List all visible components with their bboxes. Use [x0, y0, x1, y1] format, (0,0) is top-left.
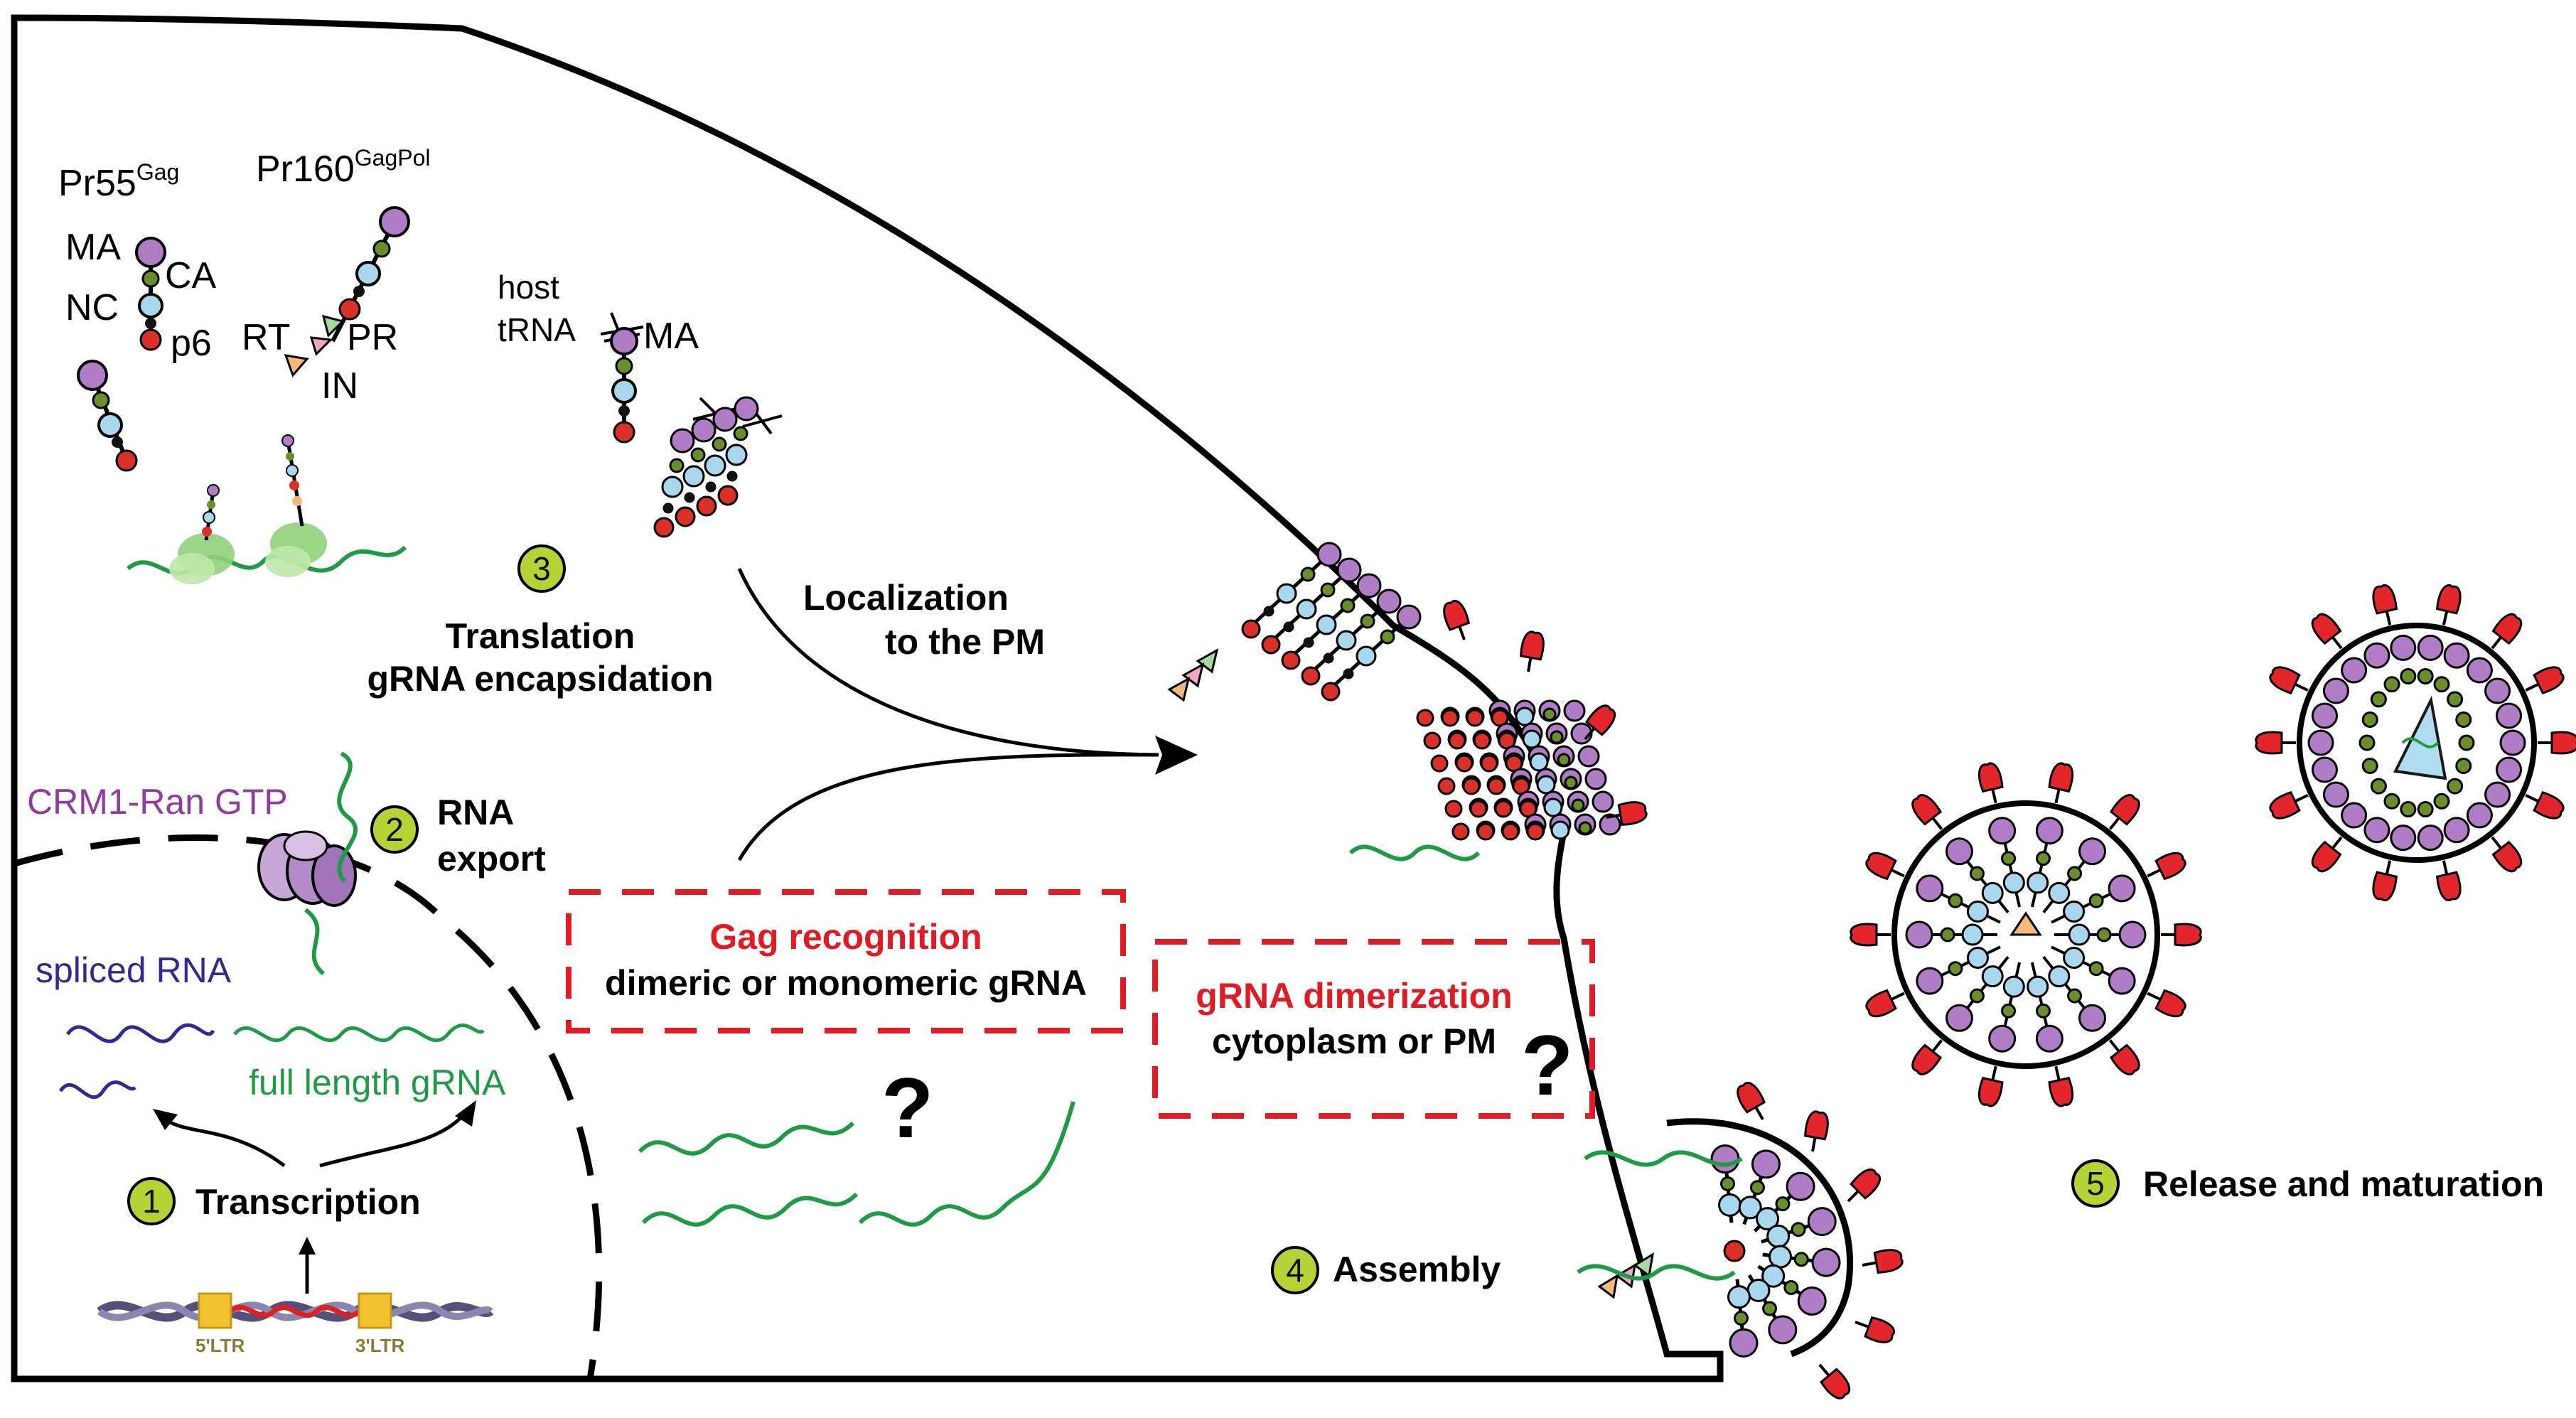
release-maturation-label: Release and maturation — [2143, 1164, 2544, 1204]
grna-dimerization-title: gRNA dimerization — [1196, 976, 1512, 1016]
grna-monomer — [858, 1101, 1075, 1227]
assembly-grna — [1577, 1150, 1743, 1281]
grna-dimerization-box — [1152, 939, 1595, 1119]
host-label: host — [498, 269, 559, 306]
translation-label: Translation — [446, 616, 635, 656]
nuclear-pore-crm1-icon — [257, 830, 357, 907]
gRNA-encapsidation-label: gRNA encapsidation — [367, 659, 713, 699]
3-ltr-label: 3'LTR — [355, 1335, 404, 1356]
trna-label: tRNA — [498, 311, 576, 348]
gag-cluster-small — [653, 396, 783, 538]
gag-lattice-pm — [1167, 542, 1422, 702]
rt-label: RT — [242, 317, 290, 358]
gag-polyprotein — [135, 237, 166, 351]
nc-label: NC — [65, 287, 119, 328]
spliced-rna-strand-short — [58, 1080, 136, 1099]
plasma-membrane — [11, 14, 1724, 1382]
export-label: export — [437, 839, 546, 879]
in-label: IN — [321, 365, 358, 407]
spliced-rna-label: spliced RNA — [36, 950, 232, 990]
step-5-badge — [2071, 1159, 2120, 1208]
step-2-number: 2 — [385, 811, 404, 848]
grna-dimer — [638, 1121, 859, 1227]
svg-text:Pr55Gag: Pr55Gag — [58, 159, 179, 204]
gag-recognition-body: dimeric or monomeric gRNA — [605, 963, 1087, 1003]
bud-grna — [1348, 844, 1481, 861]
assembly-label: Assembly — [1333, 1250, 1501, 1289]
5-ltr-label: 5'LTR — [195, 1335, 245, 1356]
nuclear-envelope — [13, 834, 603, 1380]
arrowhead — [1155, 736, 1198, 775]
grna-dimerization-body: cytoplasm or PM — [1212, 1021, 1496, 1061]
transcription-arrow-left — [159, 1114, 286, 1168]
trna-ma-label: MA — [643, 316, 699, 357]
gag-label: Pr55Gag — [58, 159, 179, 204]
export-to-pm-arrow — [737, 753, 1159, 861]
assembly-bud-membrane — [1666, 1118, 1854, 1358]
gagpol-label: Pr160GagPol — [256, 145, 431, 190]
svg-text:Pr160GagPol: Pr160GagPol — [256, 145, 431, 190]
translating-ribosomes — [127, 434, 407, 584]
arrowhead-left — [153, 1109, 178, 1130]
exported-rna — [304, 751, 358, 976]
step-3-number: 3 — [532, 550, 551, 587]
p6-label: p6 — [171, 323, 212, 364]
question-mark-1: ? — [881, 1060, 933, 1156]
localization-label: Localization — [803, 578, 1009, 618]
trna-gag-chain — [600, 312, 644, 444]
step-4-number: 4 — [1286, 1252, 1304, 1289]
pr-label: PR — [347, 317, 398, 358]
crm1-ran-gtp-label: CRM1-Ran GTP — [27, 782, 288, 822]
step-1-number: 1 — [142, 1183, 161, 1220]
arrowhead-up — [299, 1237, 316, 1255]
step-3-badge — [517, 544, 566, 593]
step-5-number: 5 — [2086, 1165, 2105, 1202]
ma-label: MA — [65, 227, 121, 268]
step-4-badge — [1271, 1246, 1319, 1294]
gag-polyprotein-2 — [77, 360, 138, 472]
full-length-grna-label: full length gRNA — [249, 1063, 506, 1102]
budding-site-1 — [1416, 599, 1648, 841]
proviral-dna-icon — [97, 1292, 494, 1329]
mature-virion — [2255, 584, 2576, 902]
rna-label: RNA — [437, 793, 514, 832]
gag-recognition-title: Gag recognition — [709, 917, 982, 957]
to-pm-label: to the PM — [885, 622, 1045, 662]
transcription-arrow-right — [319, 1107, 471, 1168]
localization-arrow — [737, 567, 1159, 757]
arrowhead-right — [455, 1100, 476, 1127]
question-mark-2: ? — [1521, 1018, 1573, 1113]
gag-recognition-box — [566, 889, 1126, 1033]
gagpol-polyprotein — [284, 206, 410, 377]
spliced-rna-strand — [65, 1023, 215, 1043]
full-length-grna-strand — [233, 1024, 485, 1042]
step-1-badge — [127, 1177, 176, 1225]
step-2-badge — [370, 805, 419, 854]
ca-label: CA — [165, 255, 217, 296]
immature-virion — [1850, 762, 2202, 1107]
transcription-label: Transcription — [195, 1182, 421, 1222]
